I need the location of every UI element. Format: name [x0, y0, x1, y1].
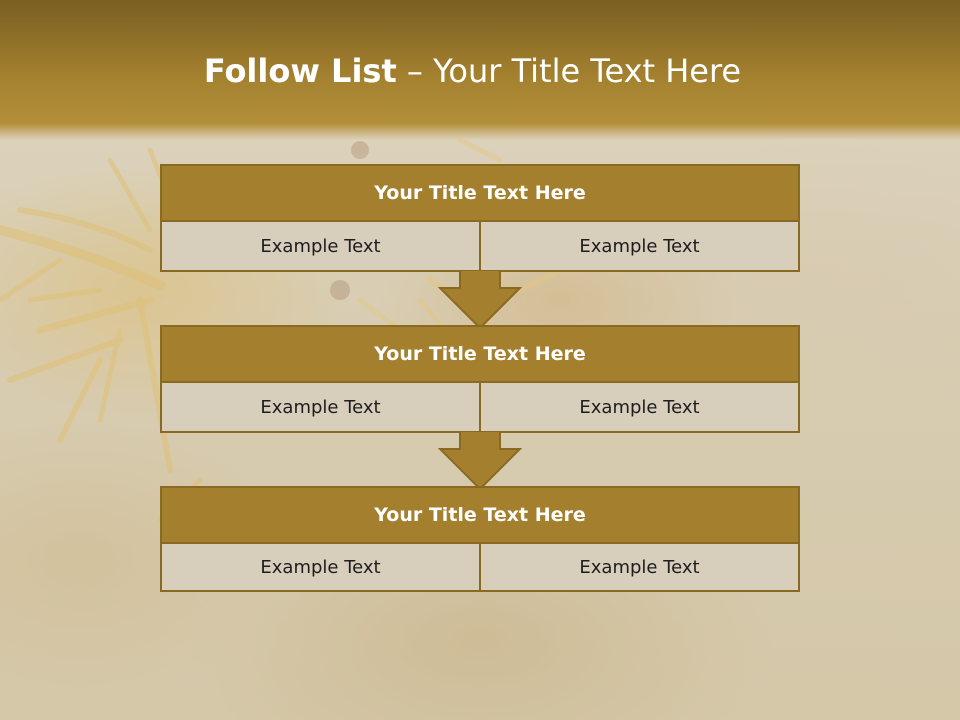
- title-bold: Follow List: [203, 52, 397, 90]
- step-header: Your Title Text Here: [162, 327, 798, 383]
- step-cell-left: Example Text: [162, 383, 479, 431]
- step-row: Example Text Example Text: [162, 383, 798, 431]
- step-header: Your Title Text Here: [162, 488, 798, 544]
- step-header: Your Title Text Here: [162, 166, 798, 222]
- step-cell-right: Example Text: [479, 222, 798, 270]
- title-bar: [0, 0, 960, 140]
- title-rest: – Your Title Text Here: [406, 52, 742, 90]
- down-arrow-icon: [438, 270, 522, 330]
- step-row: Example Text Example Text: [162, 222, 798, 270]
- step-cell-left: Example Text: [162, 544, 479, 590]
- step-block-2: Your Title Text Here Example Text Exampl…: [160, 325, 800, 433]
- down-arrow-icon: [438, 431, 522, 491]
- step-row: Example Text Example Text: [162, 544, 798, 590]
- slide-title: Follow List – Your Title Text Here: [0, 52, 945, 90]
- step-block-1: Your Title Text Here Example Text Exampl…: [160, 164, 800, 272]
- step-cell-right: Example Text: [479, 383, 798, 431]
- step-cell-left: Example Text: [162, 222, 479, 270]
- step-block-3: Your Title Text Here Example Text Exampl…: [160, 486, 800, 592]
- step-cell-right: Example Text: [479, 544, 798, 590]
